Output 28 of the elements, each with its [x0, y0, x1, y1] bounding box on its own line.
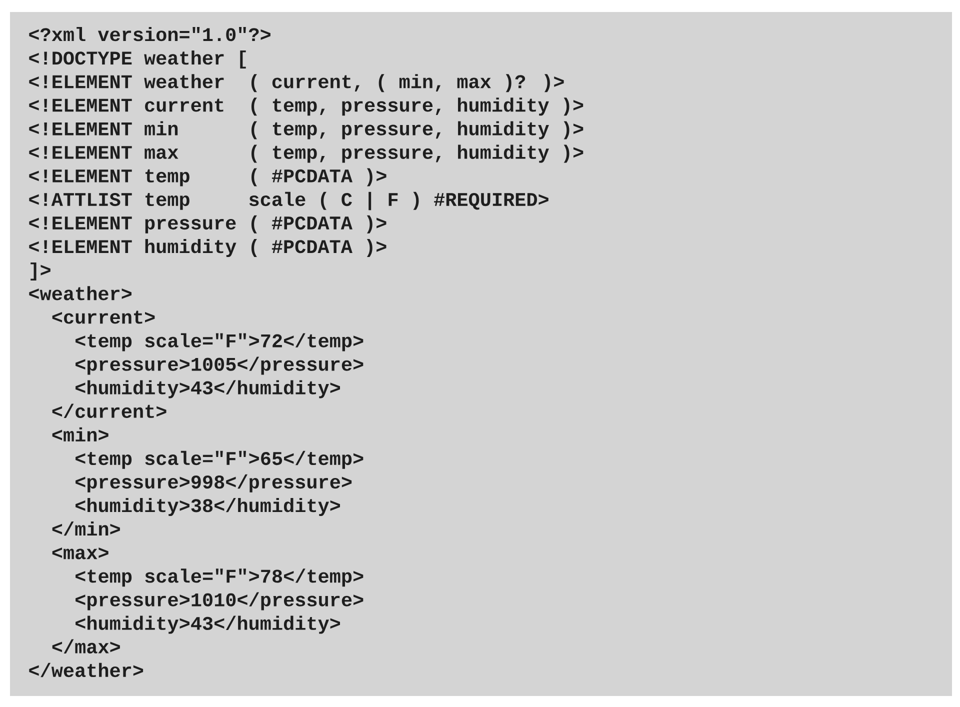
code-line: <temp scale="F">72</temp>	[76, 333, 364, 352]
code-line: <temp scale="F">78</temp>	[76, 568, 364, 587]
code-line: <pressure>1010</pressure>	[76, 592, 364, 610]
code-line: <weather>	[29, 286, 132, 300]
code-line: </min>	[52, 522, 120, 536]
code-line: </weather>	[29, 662, 144, 678]
code-line: <humidity>43</humidity>	[76, 380, 340, 398]
code-line: <!ELEMENT humidity ( #PCDATA )>	[29, 239, 386, 257]
code-line: <max>	[52, 548, 108, 560]
code-line: <humidity>38</humidity>	[76, 498, 340, 516]
code-line: <!ELEMENT temp ( #PCDATA )>	[29, 168, 386, 186]
code-line: <!ELEMENT max ( temp, pressure, humidity )>	[29, 144, 584, 163]
code-line: <!ELEMENT current ( temp, pressure, humidity )>	[29, 98, 584, 116]
code-line: <temp scale="F">65</temp>	[76, 450, 364, 469]
code-line: <pressure>1005</pressure>	[76, 356, 364, 375]
code-line: </current>	[52, 404, 166, 418]
code-line: <?xml version="1.0"?>	[29, 27, 270, 42]
code-line: </max>	[52, 639, 120, 654]
code-line: <!ATTLIST temp scale ( C | F ) #REQUIRED>	[29, 192, 548, 210]
code-line: <pressure>998</pressure>	[76, 474, 352, 492]
code-line: <!ELEMENT pressure ( #PCDATA )>	[29, 215, 386, 234]
code-line: <min>	[52, 427, 108, 442]
code-line: <humidity>43</humidity>	[76, 616, 340, 634]
code-line: <current>	[52, 310, 155, 324]
code-line: <!ELEMENT min ( temp, pressure, humidity )>	[29, 121, 584, 140]
code-line: <!DOCTYPE weather [	[29, 50, 246, 68]
code-line: ]>	[30, 262, 50, 280]
code-line: <!ELEMENT weather ( current, ( min, max )? )>	[29, 74, 564, 92]
